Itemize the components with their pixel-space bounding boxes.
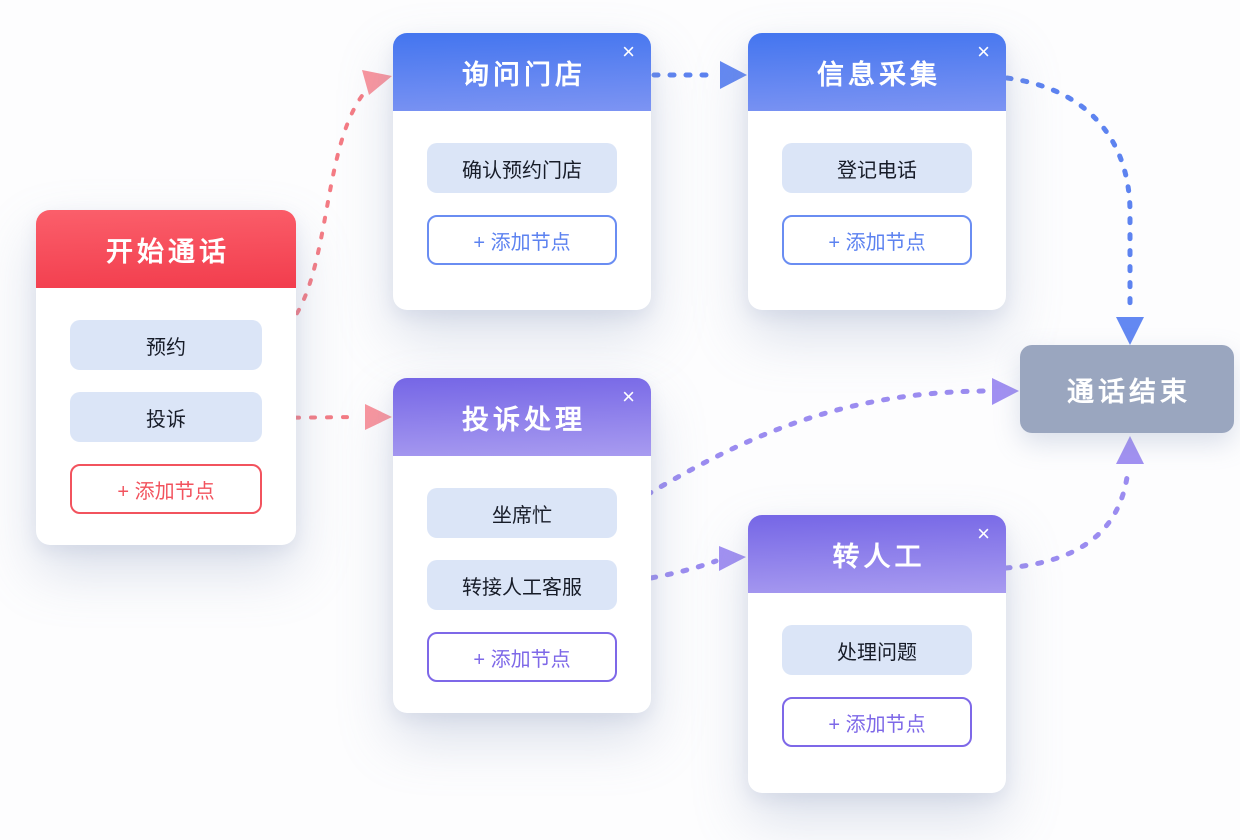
node-title: 转人工 [832,541,926,572]
node-body: 坐席忙 转接人工客服 + 添加节点 [393,456,651,682]
arrowhead-end-top [1116,317,1144,345]
node-body: 确认预约门店 + 添加节点 [393,111,651,265]
node-body: 登记电话 + 添加节点 [748,111,1006,265]
node-title: 信息采集 [817,59,941,90]
node-header[interactable]: 投诉处理 × [393,378,651,456]
node-header[interactable]: 询问门店 × [393,33,651,111]
node-option-transfer-human[interactable]: 转接人工客服 [427,560,617,610]
add-node-button[interactable]: + 添加节点 [70,464,262,514]
node-option-handle-issue[interactable]: 处理问题 [782,625,972,675]
edge-info-collect-to-end [1004,75,1133,313]
node-title: 开始通话 [106,236,230,267]
add-node-button[interactable]: + 添加节点 [427,632,617,682]
add-node-button[interactable]: + 添加节点 [427,215,617,265]
arrowhead-complaint-handle [365,404,392,430]
arrowhead-end-left [992,378,1019,405]
node-option-appointment[interactable]: 预约 [70,320,262,370]
node-header[interactable]: 信息采集 × [748,33,1006,111]
node-body: 处理问题 + 添加节点 [748,593,1006,747]
close-icon[interactable]: × [977,521,990,546]
arrowhead-info-collect [720,61,747,89]
close-icon[interactable]: × [622,384,635,409]
node-body: 预约 投诉 + 添加节点 [36,288,296,514]
add-node-button[interactable]: + 添加节点 [782,697,972,747]
node-header[interactable]: 开始通话 [36,210,296,288]
node-title: 投诉处理 [462,404,586,435]
arrowhead-to-human [719,546,746,571]
node-option-agent-busy[interactable]: 坐席忙 [427,488,617,538]
node-option-complaint[interactable]: 投诉 [70,392,262,442]
node-option-confirm-store[interactable]: 确认预约门店 [427,143,617,193]
node-option-register-phone[interactable]: 登记电话 [782,143,972,193]
close-icon[interactable]: × [622,39,635,64]
arrowhead-end-bottom [1116,436,1144,464]
flow-node-start-call[interactable]: 开始通话 预约 投诉 + 添加节点 [36,210,296,545]
close-icon[interactable]: × [977,39,990,64]
add-node-button[interactable]: + 添加节点 [782,215,972,265]
flow-node-ask-store[interactable]: 询问门店 × 确认预约门店 + 添加节点 [393,33,651,310]
edge-agent-busy-to-end [617,388,989,514]
flow-node-end-call[interactable]: 通话结束 [1020,345,1234,433]
node-title: 询问门店 [462,59,586,90]
flow-node-to-human[interactable]: 转人工 × 处理问题 + 添加节点 [748,515,1006,793]
node-title: 通话结束 [1067,376,1191,407]
flow-node-complaint-handle[interactable]: 投诉处理 × 坐席忙 转接人工客服 + 添加节点 [393,378,651,713]
flow-node-info-collect[interactable]: 信息采集 × 登记电话 + 添加节点 [748,33,1006,310]
edge-human-to-end [1003,467,1131,571]
node-header[interactable]: 转人工 × [748,515,1006,593]
arrowhead-ask-store [362,70,392,95]
